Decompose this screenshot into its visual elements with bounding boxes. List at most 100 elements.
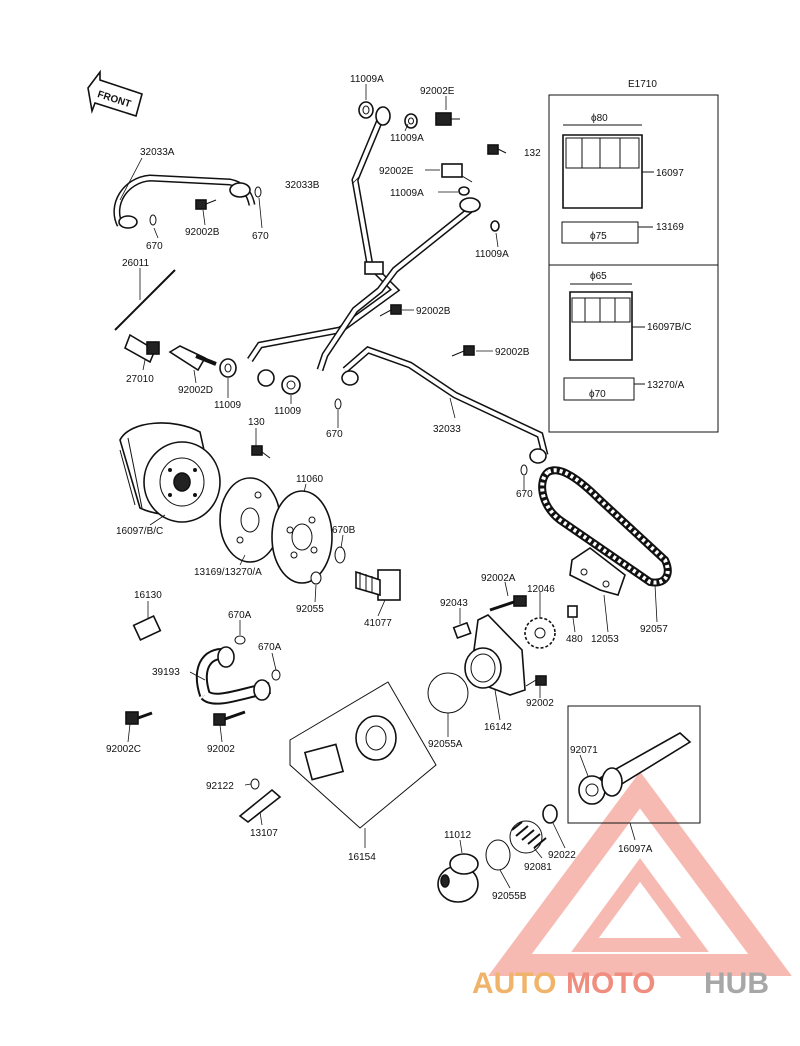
watermark-auto: AUTO [472, 967, 556, 1000]
part-label: 11009A [390, 188, 424, 199]
part-label: 32033 [433, 424, 461, 435]
bolt-92002E-icon [435, 112, 460, 126]
bolt-92002C-icon [125, 711, 153, 725]
chain-guide-12053-icon [569, 547, 626, 596]
part-label: 13107 [250, 828, 278, 839]
oil-pipe-32033A-icon [113, 174, 256, 229]
part-label: 41077 [364, 618, 392, 629]
bolt-92002-icon [525, 675, 547, 687]
bolt-92002B-icon [195, 199, 217, 210]
drive-chain-92057-icon [538, 466, 672, 587]
oring-670A-icon [271, 669, 281, 681]
oring-92055A-icon [427, 672, 469, 714]
oring-92055-icon [310, 571, 322, 585]
part-label: 92002B [416, 306, 451, 317]
part-label: 92081 [524, 862, 552, 873]
sprocket-12046-icon [524, 617, 556, 649]
rotor-assembly-16154-icon [289, 681, 437, 829]
part-label: 32033B [285, 180, 320, 191]
filter-cover-11060-icon [271, 490, 333, 584]
watermark-moto: MOTO [566, 967, 655, 1000]
part-label: 32033A [140, 147, 175, 158]
filter2-part: 16097B/C [647, 322, 691, 333]
watermark-hub: HUB [704, 967, 769, 1000]
pin-92122-icon [250, 778, 260, 790]
front-arrow-icon: FRONT [87, 69, 143, 118]
bolt-92002E-icon [441, 163, 473, 183]
part-label: 16097/B/C [116, 526, 163, 537]
spring-92081-icon [509, 820, 547, 854]
part-label: 12053 [591, 634, 619, 645]
part-label: 92055A [428, 739, 463, 750]
part-label: 670 [146, 241, 163, 252]
gasket-70-icon [563, 377, 635, 401]
oil-filter-16097BC-icon [119, 422, 221, 523]
part-label: 132 [524, 148, 541, 159]
relief-valve-41077-icon [355, 569, 401, 601]
part-labels: 11009A 92002E 11009A 132 92002E 11009A 1… [106, 74, 668, 902]
part-label: 11009 [214, 400, 242, 411]
part-label: 92055 [296, 604, 324, 615]
washer-11009A-icon [490, 220, 500, 232]
part-label: 92002E [379, 166, 414, 177]
oil-pipe-39193-icon [195, 646, 272, 705]
bolt-132-icon [487, 144, 507, 155]
plug-11012-icon [437, 853, 479, 903]
gasket-75-icon [561, 221, 639, 244]
watermark-logo: AUTO MOTO HUB [472, 967, 769, 1000]
part-label: 11009A [475, 249, 509, 260]
part-label: 39193 [152, 667, 180, 678]
part-label: 16142 [484, 722, 512, 733]
part-label: 92002 [207, 744, 235, 755]
oil-filter-80-icon [562, 124, 643, 209]
part-label: 92002 [526, 698, 554, 709]
part-label: 670A [228, 610, 252, 621]
washer-11009-icon [281, 375, 301, 395]
watermark-triangle [488, 771, 792, 976]
bolt-92002B-icon [451, 345, 475, 357]
inset-16097A [567, 705, 701, 824]
washer-11009A-icon [358, 101, 374, 119]
part-label: 16130 [134, 590, 162, 601]
filter1-part: 16097 [656, 168, 684, 179]
oil-pipe-32033-icon [341, 346, 549, 464]
bolt-92002-icon [213, 710, 246, 726]
part-label: 11009A [350, 74, 384, 85]
part-label: 92055B [492, 891, 527, 902]
oring-670-icon [149, 214, 157, 226]
part-label: 13169/13270/A [194, 567, 262, 578]
filter1-dim: ϕ80 [591, 113, 608, 124]
gasket2-part: 13270/A [647, 380, 685, 391]
part-label: 12046 [527, 584, 555, 595]
part-label: 92057 [640, 624, 668, 635]
pin-92043-icon [452, 621, 472, 640]
part-label: 11009 [274, 406, 302, 417]
part-label: 92002E [420, 86, 455, 97]
gasket1-dim: ϕ75 [590, 231, 607, 242]
oring-670B-icon [334, 546, 346, 564]
part-label: 26011 [122, 258, 150, 269]
part-label: 11060 [296, 474, 324, 485]
inset-filter-variants: E1710 ϕ80 16097 ϕ75 13169 ϕ65 16 [548, 79, 719, 433]
part-label: 92002B [185, 227, 220, 238]
part-label: 16154 [348, 852, 376, 863]
part-label: 92122 [206, 781, 234, 792]
part-label: 670 [516, 489, 533, 500]
leader-lines [119, 84, 658, 889]
part-label: 92002D [178, 385, 213, 396]
part-label: 670 [252, 231, 269, 242]
shaft-13107-icon [238, 788, 282, 824]
part-label: 92002C [106, 744, 141, 755]
bolt-92002B-icon [379, 304, 402, 317]
oring-670-icon [254, 186, 262, 198]
part-label: 92002B [495, 347, 530, 358]
fitting-16130-icon [132, 615, 162, 641]
nut-480-icon [567, 605, 578, 618]
oring-670-icon [520, 464, 528, 476]
part-label: 670A [258, 642, 282, 653]
part-label: 92002A [481, 573, 516, 584]
part-label: 92071 [570, 745, 598, 756]
part-label: 670 [326, 429, 343, 440]
